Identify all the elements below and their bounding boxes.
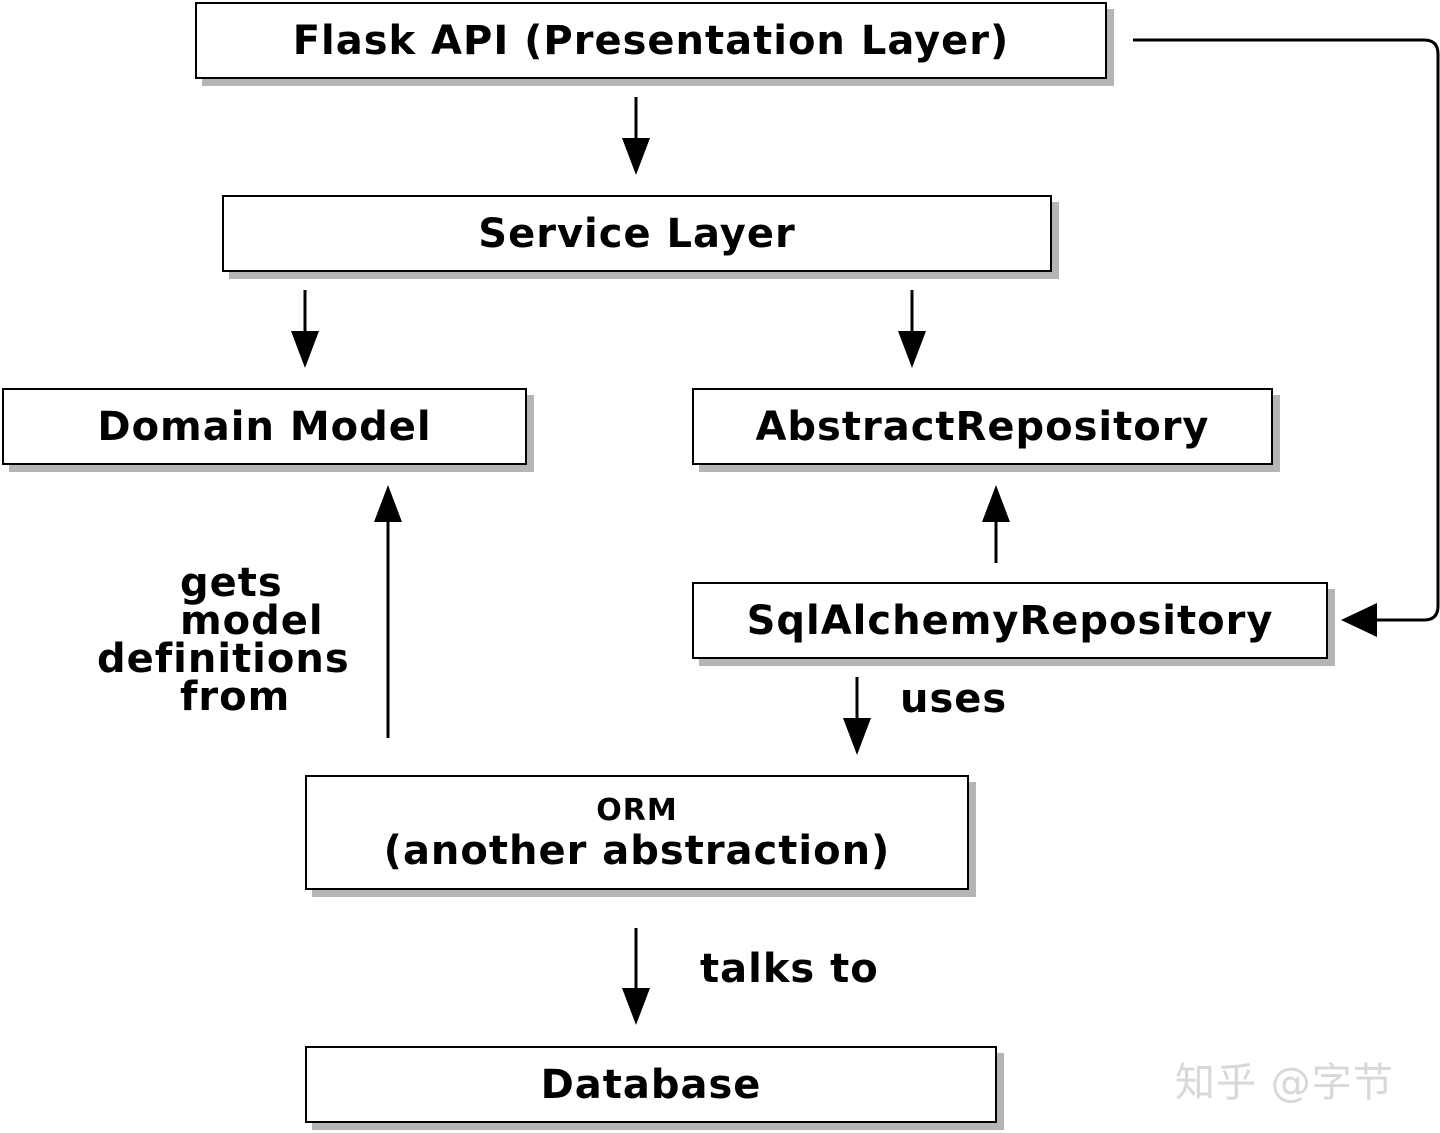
arrow-orm-to-domain [374, 485, 402, 738]
database-label: Database [540, 1061, 762, 1108]
gets-label-line-3: definitions [97, 636, 350, 682]
arrow-flask-to-service [622, 97, 650, 175]
uses-label: uses [900, 676, 1008, 722]
orm-title: ORM [596, 792, 678, 828]
gets-label-line-4: from [180, 674, 291, 720]
arrow-orm-talks-to-database [622, 928, 650, 1025]
sqlalchemy-repository-node: SqlAlchemyRepository [692, 582, 1328, 659]
gets-label-line-2: model [180, 598, 324, 644]
abstract-repository-node: AbstractRepository [692, 388, 1273, 465]
arrow-flask-to-sqlalchemy [1133, 38, 1440, 637]
arrow-sqlalchemy-to-abstract-repo [982, 485, 1010, 563]
arrow-sqlalchemy-uses-orm [843, 677, 871, 755]
sqlalchemy-repository-label: SqlAlchemyRepository [746, 597, 1274, 644]
domain-model-node: Domain Model [2, 388, 527, 465]
orm-subtitle: (another abstraction) [383, 827, 891, 874]
database-node: Database [305, 1046, 997, 1123]
talks-to-label: talks to [700, 946, 879, 992]
flask-api-node: Flask API (Presentation Layer) [195, 2, 1107, 79]
arrow-service-to-abstract-repo [898, 290, 926, 368]
domain-model-label: Domain Model [97, 403, 432, 450]
orm-node: ORM (another abstraction) [305, 775, 969, 890]
service-layer-node: Service Layer [222, 195, 1052, 272]
flask-api-label: Flask API (Presentation Layer) [292, 17, 1010, 64]
zhihu-watermark: 知乎 @字节 [1175, 1060, 1394, 1106]
arrow-service-to-domain [291, 290, 319, 368]
abstract-repository-label: AbstractRepository [755, 403, 1210, 450]
service-layer-label: Service Layer [478, 210, 796, 257]
gets-label-line-1: gets [180, 560, 283, 606]
